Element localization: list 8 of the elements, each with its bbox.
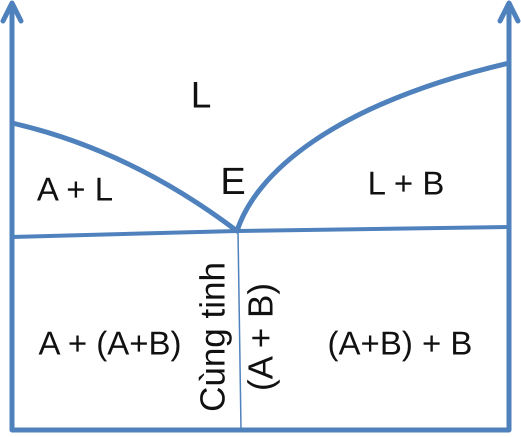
phase-label: A + (A+B) <box>38 326 182 360</box>
phase-label: Cùng tinh <box>196 262 230 412</box>
phase-label: (A+B) + B <box>328 326 472 360</box>
phase-label: (A + B) <box>244 283 278 391</box>
phase-label: A + L <box>36 172 114 206</box>
phase-label: L <box>190 76 212 114</box>
phase-label: L + B <box>368 166 444 200</box>
point-label: E <box>220 163 246 201</box>
